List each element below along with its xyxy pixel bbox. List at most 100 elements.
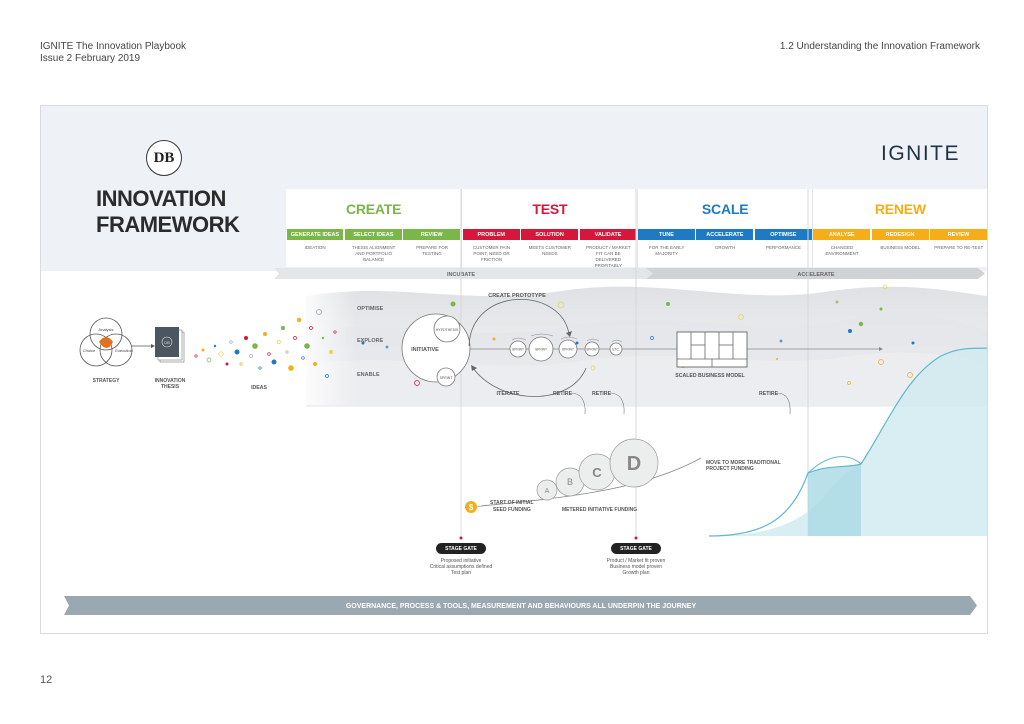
section-title: 1.2 Understanding the Innovation Framewo… xyxy=(779,41,980,52)
scaled-business-model-label: SCALED BUSINESS MODEL xyxy=(675,373,745,379)
idea-dot xyxy=(776,358,778,360)
idea-dot xyxy=(907,372,913,378)
stage-gate-desc-1: Proposed initiative Critical assumptions… xyxy=(406,558,516,576)
idea-dot xyxy=(879,307,883,311)
seed-label-1: START OF INITIAL xyxy=(490,500,534,506)
step-description: PREPARE FOR TESTING xyxy=(416,245,448,256)
step-problem: PROBLEM xyxy=(462,229,520,240)
iterate-label: ITERATE xyxy=(496,391,519,397)
document-header: IGNITE The Innovation Playbook Issue 2 F… xyxy=(40,41,186,65)
idea-dot xyxy=(666,302,670,306)
idea-dot xyxy=(847,381,851,385)
idea-dot xyxy=(288,365,294,371)
idea-dot xyxy=(450,301,456,307)
idea-dot xyxy=(835,300,839,304)
stage-gate-desc-2: Product / Market fit proven Business mod… xyxy=(581,558,691,576)
create-prototype-label: CREATE PROTOTYPE xyxy=(488,293,546,299)
thesis-label-2: THESIS xyxy=(161,384,180,390)
idea-dot xyxy=(858,321,864,327)
idea-dot xyxy=(321,336,325,340)
step-review: REVIEW xyxy=(403,229,461,240)
ignite-logo: IGNITE xyxy=(881,142,961,165)
hypothesis-circle xyxy=(433,315,461,343)
phase-title: RENEW xyxy=(874,201,926,217)
idea-dot xyxy=(738,314,744,320)
idea-dot xyxy=(325,374,329,378)
idea-dot xyxy=(313,362,317,366)
idea-dot xyxy=(206,357,212,363)
idea-dot xyxy=(244,336,248,340)
framework-title: INNOVATION FRAMEWORK xyxy=(96,186,240,238)
gate2-line: Business model proven xyxy=(610,564,662,570)
page-number: 12 xyxy=(40,674,53,686)
step-solution: SOLUTION xyxy=(521,229,579,240)
step-tune: TUNE xyxy=(638,229,695,240)
idea-dot xyxy=(304,343,310,349)
phase-title: CREATE xyxy=(345,201,402,217)
idea-dot xyxy=(414,380,420,386)
idea-dot xyxy=(281,326,285,330)
title-line-1: INNOVATION xyxy=(96,186,226,211)
idea-dot xyxy=(590,365,596,371)
idea-dot xyxy=(779,339,783,343)
stage-gate-marker-1 xyxy=(459,536,463,540)
title-line-2: FRAMEWORK xyxy=(96,212,240,237)
round-c-label: C xyxy=(592,465,602,480)
phase-title: SCALE xyxy=(701,201,749,217)
idea-dot xyxy=(213,344,217,348)
strategy-venn: Analysis Choice Execution STRATEGY xyxy=(79,317,133,384)
growth-curve-fill xyxy=(709,348,987,536)
initiative-sprint-label: SPRINT xyxy=(440,376,454,380)
idea-dot xyxy=(225,362,229,366)
step-redesign: REDESIGN xyxy=(871,229,929,240)
stage-gate-badge-1: STAGE GATE xyxy=(436,543,486,554)
idea-dot xyxy=(316,309,322,315)
idea-dot xyxy=(296,317,302,323)
idea-dot xyxy=(309,326,313,330)
idea-dot xyxy=(329,350,333,354)
step-description: GROWTH xyxy=(714,245,736,250)
governance-label: GOVERNANCE, PROCESS & TOOLS, MEASUREMENT… xyxy=(346,603,697,610)
step-description: PERFORMANCE xyxy=(766,245,802,250)
idea-dot xyxy=(293,336,297,340)
round-d-label: D xyxy=(627,453,641,475)
document-issue: Issue 2 February 2019 xyxy=(40,53,141,64)
idea-dot xyxy=(301,356,305,360)
sprint-label: SPRINT xyxy=(512,347,524,351)
idea-dot xyxy=(650,336,654,340)
business-model-canvas xyxy=(676,331,748,368)
metered-funding-label: METERED INITIATIVE FUNDING xyxy=(562,507,637,513)
idea-dot xyxy=(267,352,271,356)
stage-gate-badge-2: STAGE GATE xyxy=(611,543,661,554)
step-description: THESIS ALIGNMENT AND PORTFOLIO BALANCE xyxy=(351,245,396,262)
idea-dot xyxy=(249,354,253,358)
idea-dot xyxy=(492,337,496,341)
step-validate: VALIDATE xyxy=(579,229,637,240)
idea-dot xyxy=(218,351,224,357)
sprint-label: ETC. xyxy=(612,347,620,351)
step-analyse: ANALYSE xyxy=(813,229,871,240)
traditional-funding-label-2: PROJECT FUNDING xyxy=(706,466,754,472)
idea-dot xyxy=(385,345,389,349)
initiative-sprint-circle xyxy=(436,367,456,387)
wave-band-enable xyxy=(306,352,987,406)
accelerate-chevron xyxy=(646,268,985,279)
sprint-loop-arrow xyxy=(511,337,527,341)
sprint-label: SPRINT xyxy=(535,347,547,351)
sprint-loop-arrow xyxy=(611,339,623,343)
gate1-line: Critical assumptions defined xyxy=(429,564,493,570)
retire-label-2: RETIRE xyxy=(592,391,612,397)
sprint-label: SPRINT xyxy=(586,347,598,351)
idea-dot xyxy=(201,348,205,352)
step-description: CHANGED ENVIRONMENT xyxy=(825,245,859,256)
funding-round-d xyxy=(609,438,659,488)
round-b-label: B xyxy=(567,477,573,487)
idea-dot xyxy=(285,350,289,354)
accelerate-label: ACCELERATE xyxy=(797,272,835,278)
idea-dot xyxy=(557,301,565,309)
venn-analysis: Analysis xyxy=(99,327,114,332)
step-description: MEETS CUSTOMER NEEDS xyxy=(528,245,572,256)
